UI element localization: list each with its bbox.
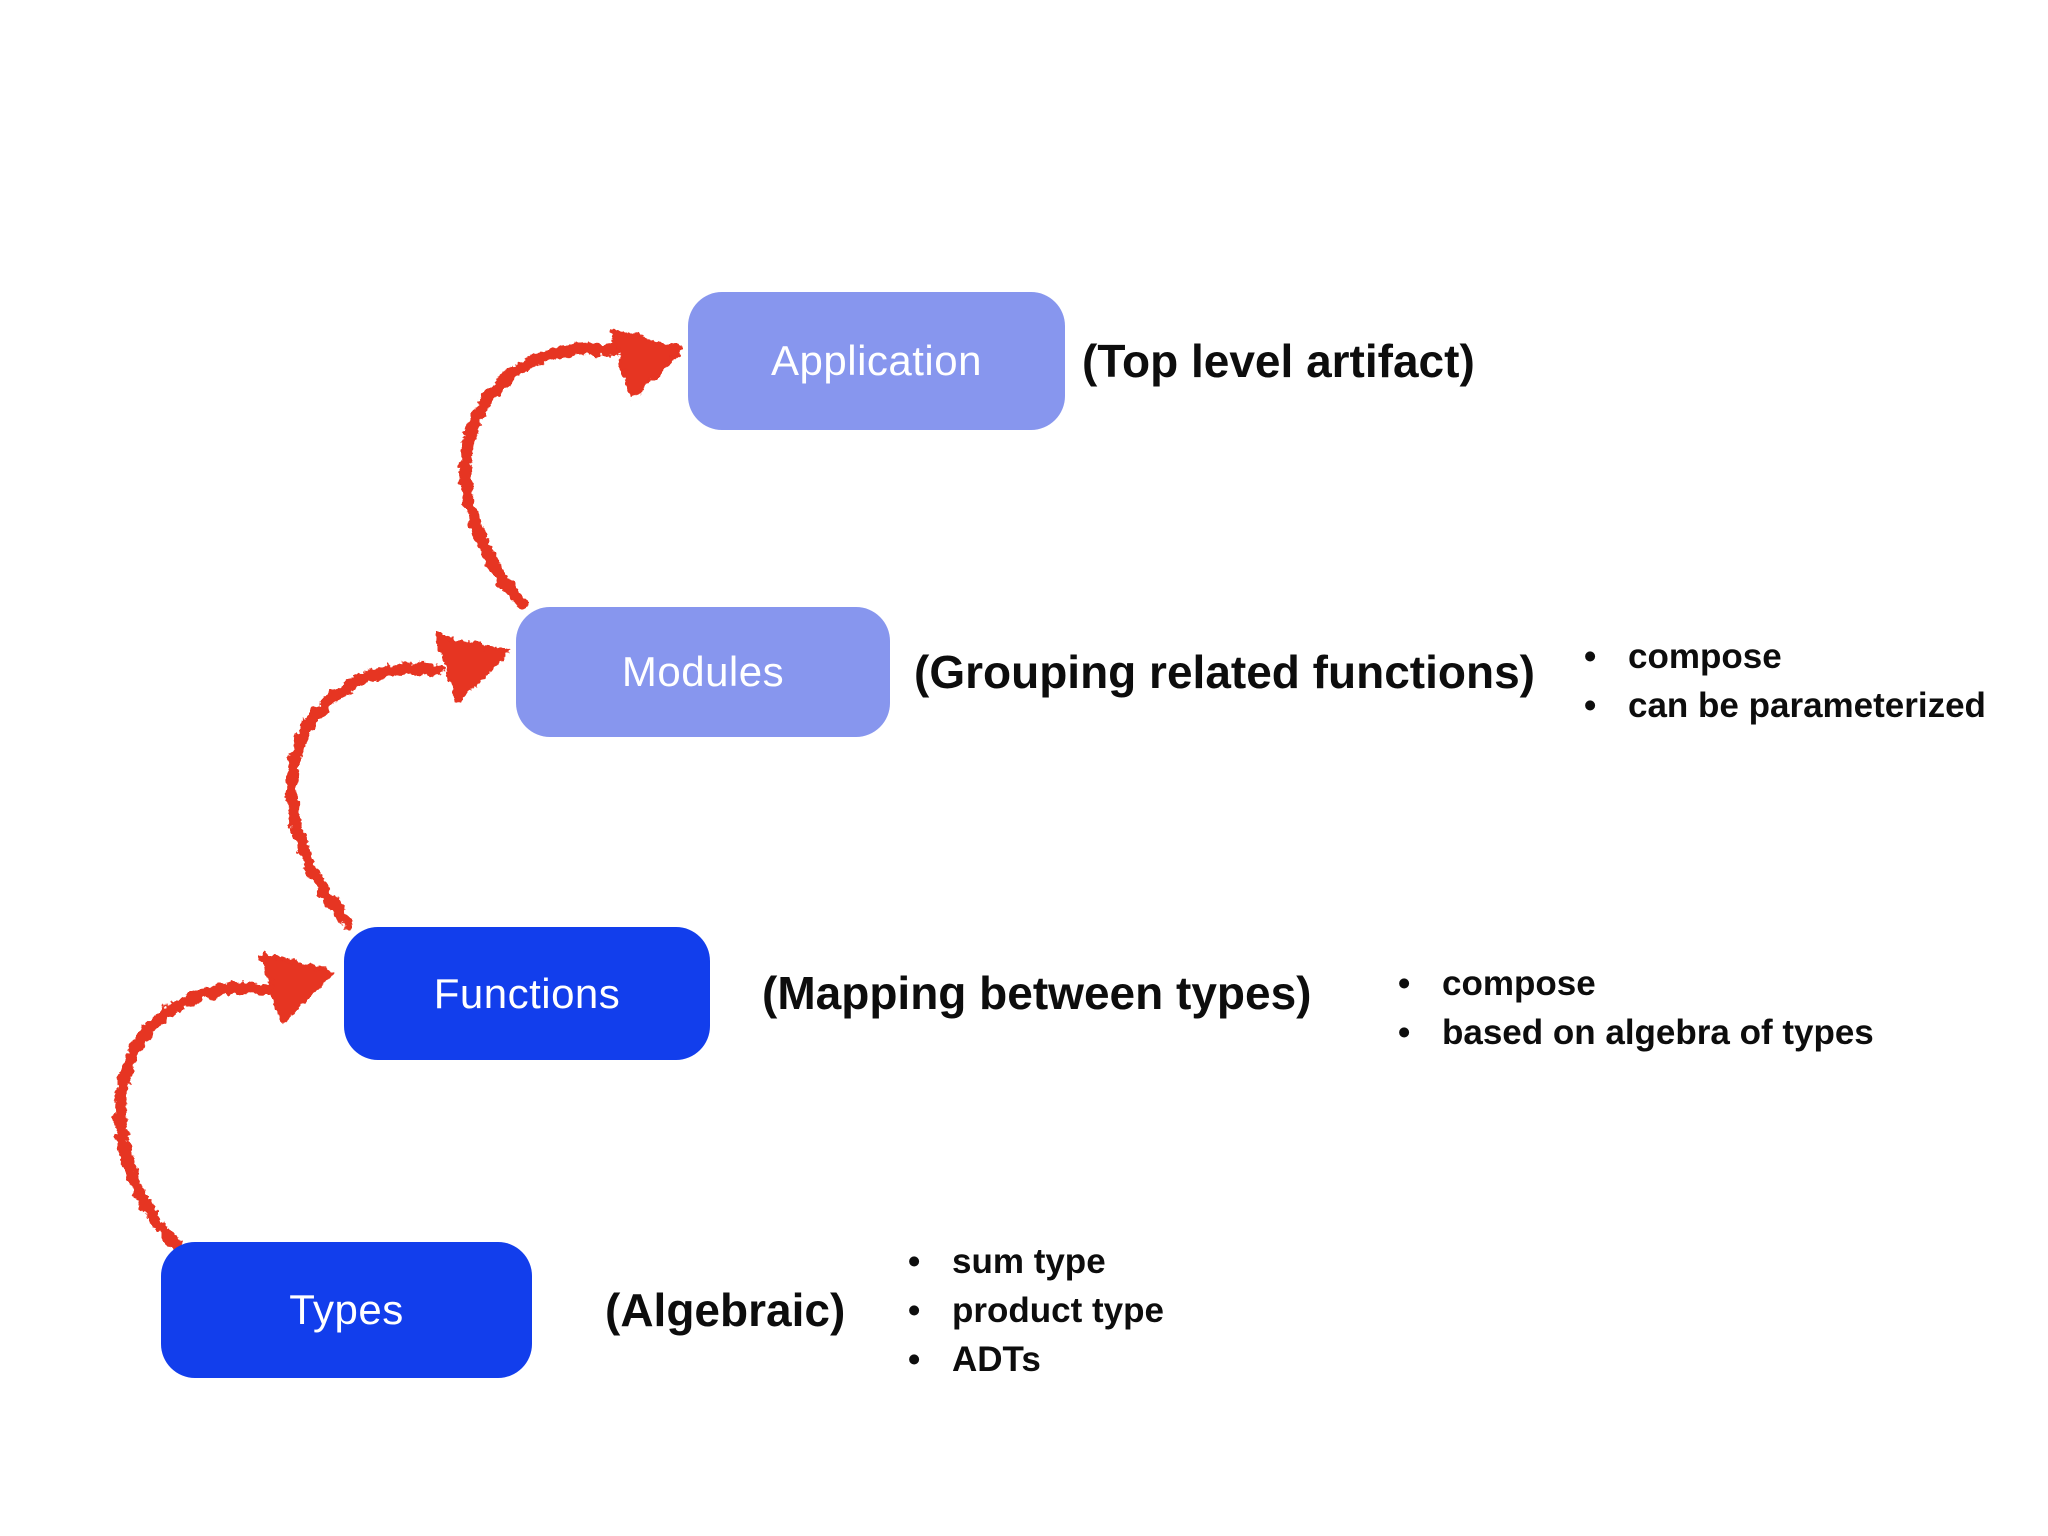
annotation-types: (Algebraic) bbox=[605, 1284, 846, 1336]
node-modules-label: Modules bbox=[621, 648, 785, 695]
bullet-item: can be parameterized bbox=[1584, 681, 1986, 730]
bullet-item: sum type bbox=[908, 1237, 1164, 1286]
annotation-functions: (Mapping between types) bbox=[762, 967, 1312, 1019]
annotation-modules: (Grouping related functions) bbox=[914, 646, 1535, 698]
bullet-item: based on algebra of types bbox=[1398, 1008, 1874, 1057]
bullet-list-types: sum type product type ADTs bbox=[908, 1237, 1164, 1384]
node-functions-label: Functions bbox=[433, 969, 621, 1017]
node-types: Types bbox=[161, 1242, 532, 1378]
bullet-item: compose bbox=[1584, 632, 1986, 681]
bullet-list-modules: compose can be parameterized bbox=[1584, 632, 1986, 730]
node-application-label: Application bbox=[771, 337, 982, 384]
bullet-item: ADTs bbox=[908, 1335, 1164, 1384]
arrow-modules-to-application bbox=[459, 329, 685, 608]
bullet-list-functions: compose based on algebra of types bbox=[1398, 959, 1874, 1057]
annotation-application: (Top level artifact) bbox=[1082, 335, 1475, 387]
bullet-item: product type bbox=[908, 1286, 1164, 1335]
arrow-functions-to-modules bbox=[285, 633, 510, 928]
node-modules: Modules bbox=[516, 607, 890, 737]
node-functions: Functions bbox=[344, 927, 710, 1060]
bullet-item: compose bbox=[1398, 959, 1874, 1008]
arrow-types-to-functions bbox=[114, 953, 335, 1250]
node-types-label: Types bbox=[289, 1286, 404, 1333]
node-application: Application bbox=[688, 292, 1065, 430]
